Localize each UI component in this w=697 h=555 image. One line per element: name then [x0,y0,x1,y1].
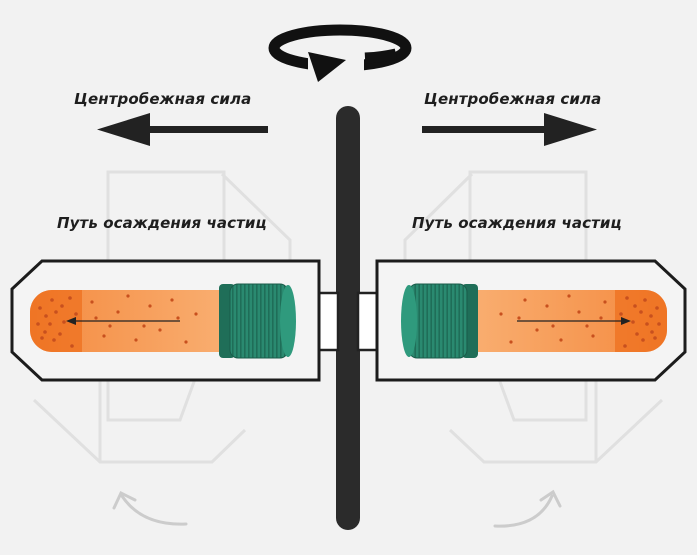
rotor-shaft [336,106,360,530]
centrifugal-force-label-left: Центробежная сила [74,90,252,108]
particle-path-label-right: Путь осаждения частиц [412,214,622,232]
force-arrow-right [422,113,597,146]
rotation-arrow-icon [268,24,412,82]
force-arrow-left [97,113,268,146]
particles-left [36,294,198,348]
particle-path-label-left: Путь осаждения частиц [57,214,267,232]
particles-right [499,294,661,348]
sample-tube-right [477,290,667,352]
centrifugal-force-label-right: Центробежная сила [424,90,602,108]
curved-arrow-icon [493,489,562,528]
curved-arrow-icon [112,490,188,526]
sample-tube-left [30,290,220,352]
tube-cap-right [401,283,478,359]
tube-cap-left [219,283,296,359]
